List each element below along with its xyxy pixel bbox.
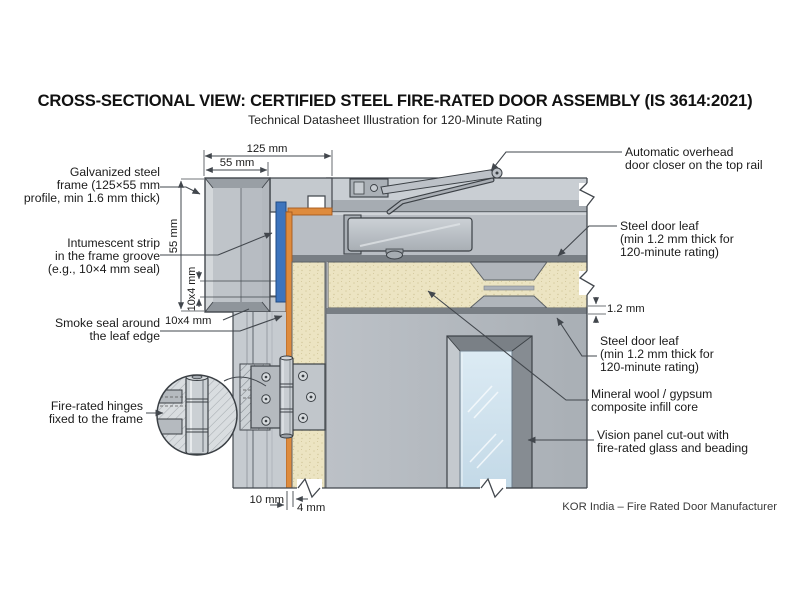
callout-intumescent-strip: Intumescent strip in the frame groove (e… — [47, 236, 160, 276]
dimension-lines — [177, 150, 606, 510]
fire-rated-hinge — [250, 355, 326, 439]
dim-frame-width: 125 mm — [246, 143, 288, 155]
right-edge-break — [578, 178, 595, 488]
leader-leaf-top — [557, 225, 617, 257]
hinge-screws — [261, 371, 316, 426]
hinge-detail-circle — [156, 374, 238, 456]
dim-edge-gap: 10 mm — [249, 494, 284, 506]
callout-door-closer: Automatic overhead door closer on the to… — [625, 145, 763, 172]
dim-leaf-thickness: 1.2 mm — [607, 303, 645, 315]
groove-extension-lines — [200, 280, 276, 298]
page-subtitle: Technical Datasheet Illustration for 120… — [247, 113, 543, 127]
callout-steel-door-leaf-bottom: Steel door leaf (min 1.2 mm thick for 12… — [600, 334, 714, 374]
dim-frame-face: 55 mm — [219, 157, 255, 169]
infill-core-band — [327, 261, 588, 309]
callout-steel-door-leaf-top: Steel door leaf (min 1.2 mm thick for 12… — [620, 219, 734, 259]
leader-intumescent — [160, 232, 273, 256]
dim-frame-depth: 55 mm — [168, 218, 180, 254]
vision-panel — [446, 335, 533, 489]
callout-fire-rated-hinges: Fire-rated hinges fixed to the frame — [48, 399, 143, 426]
leader-infill-core — [427, 290, 589, 401]
dim-groove-left: 10x4 mm — [186, 266, 198, 312]
page-title: CROSS-SECTIONAL VIEW: CERTIFIED STEEL FI… — [37, 91, 753, 110]
leader-leaf-bottom — [556, 317, 597, 357]
bottom-cut-break — [233, 477, 587, 499]
steel-sheet-edge — [325, 308, 587, 314]
dim-seal-width: 4 mm — [297, 502, 326, 514]
intumescent-strip — [275, 201, 287, 303]
leader-groove-bottom — [222, 308, 250, 321]
callout-smoke-seal: Smoke seal around the leaf edge — [54, 316, 160, 343]
callout-infill-core: Mineral wool / gypsum composite infill c… — [591, 387, 713, 414]
leader-galvanized-frame — [160, 186, 201, 195]
fire-rated-glass — [459, 350, 513, 489]
leader-smoke-seal — [160, 315, 283, 332]
galvanized-frame-tube — [204, 177, 287, 313]
hinge-barrel — [279, 355, 294, 439]
callout-leaders — [146, 151, 622, 444]
callout-vision-panel: Vision panel cut-out with fire-rated gla… — [597, 428, 749, 455]
detail-connector-line — [223, 376, 267, 387]
attribution: KOR India – Fire Rated Door Manufacturer — [562, 501, 777, 513]
leader-door-closer — [490, 151, 622, 172]
overhead-door-closer — [343, 167, 503, 260]
dim-groove-bottom: 10x4 mm — [165, 315, 212, 327]
callout-galvanized-frame: Galvanized steel frame (125×55 mm profil… — [23, 165, 160, 205]
